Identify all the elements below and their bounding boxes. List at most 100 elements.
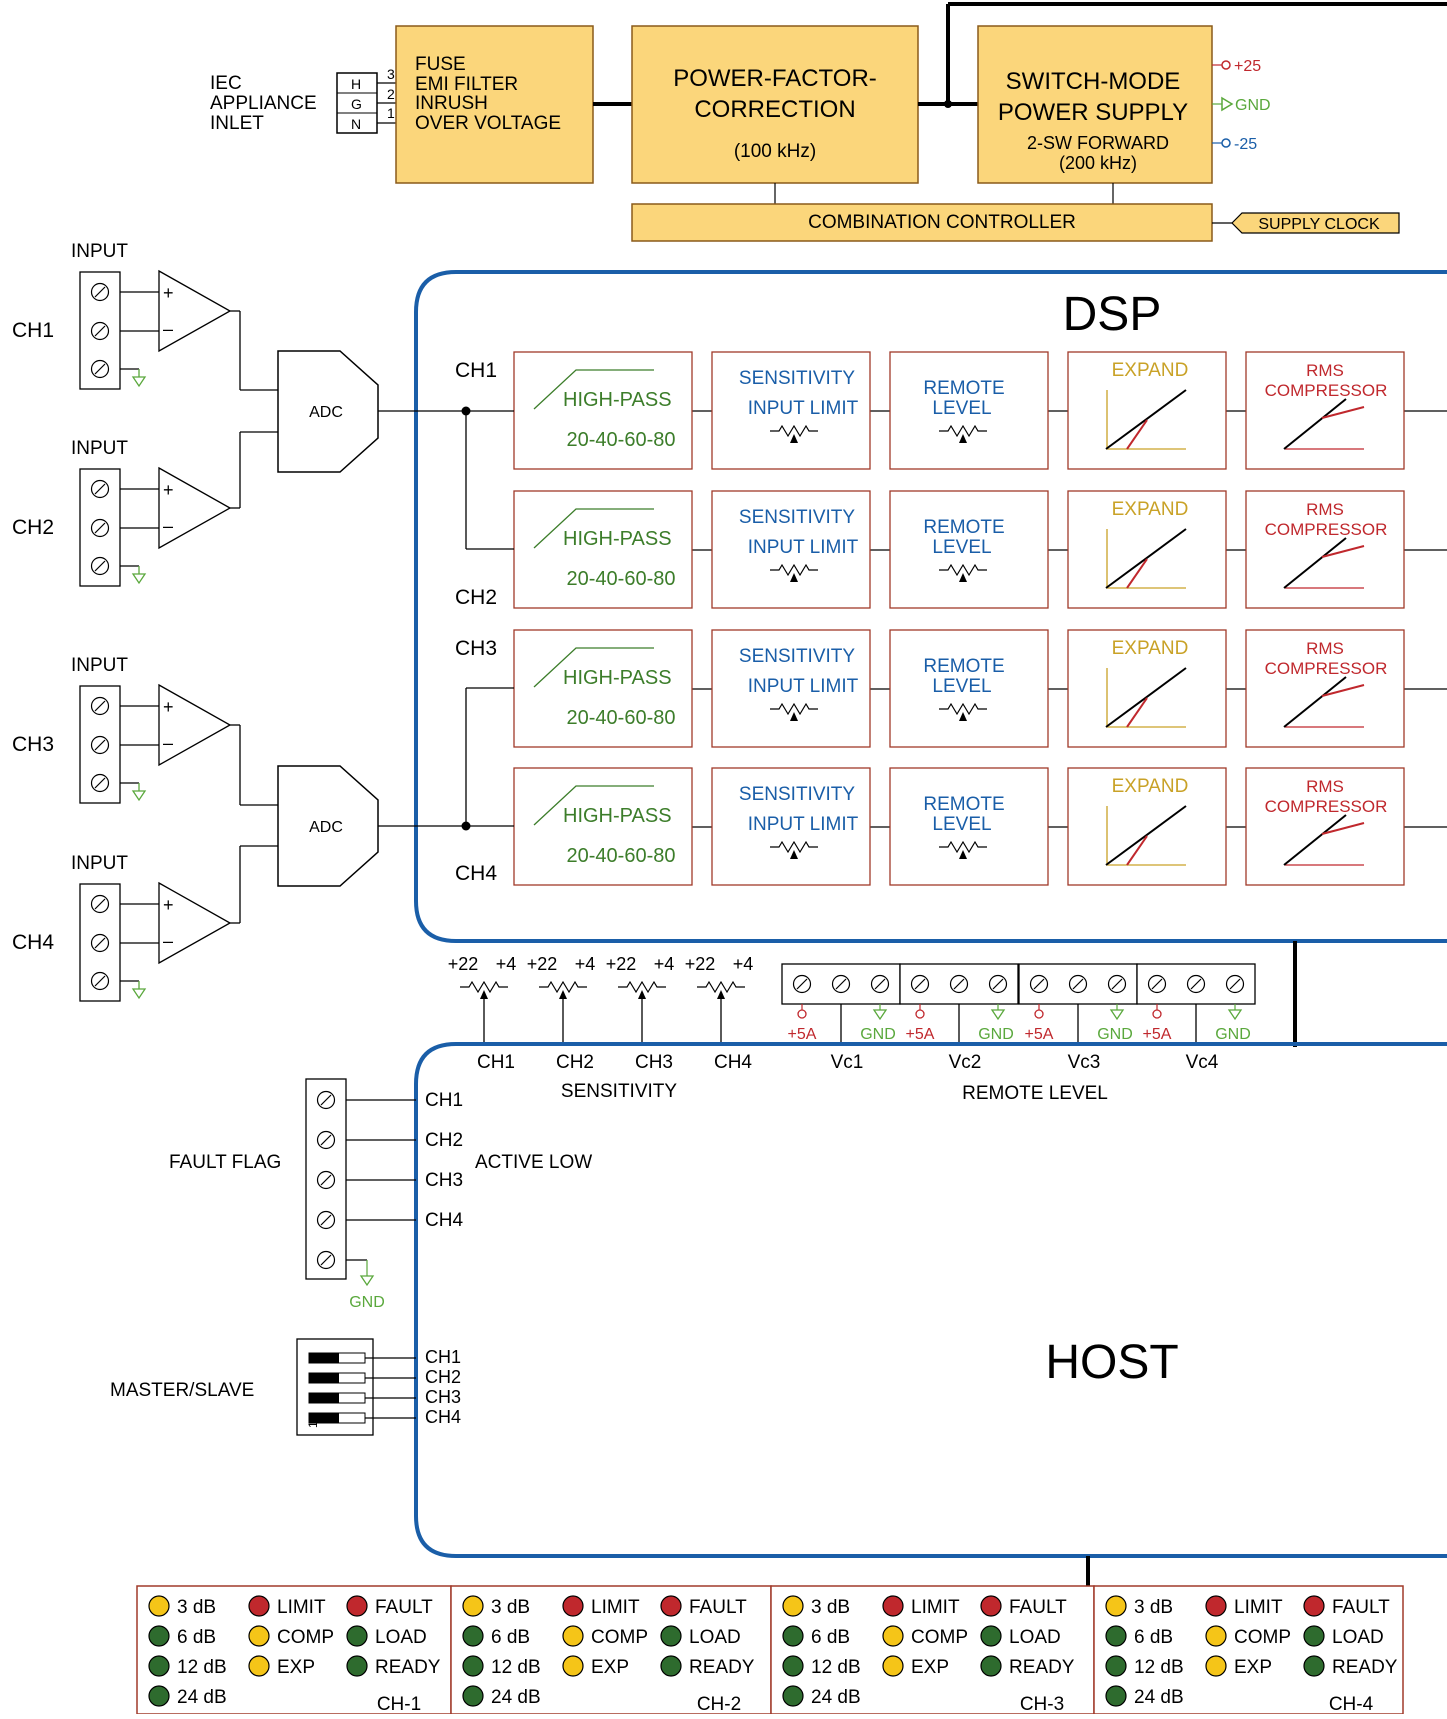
input-label: INPUT xyxy=(71,853,128,874)
dsp-title: DSP xyxy=(1063,288,1162,341)
dsp-channel-tag-ch3: CH3 xyxy=(455,637,497,660)
ms-channel-label: CH3 xyxy=(425,1387,461,1407)
screw-terminal-icon xyxy=(988,974,1008,994)
fault-channel-label: CH3 xyxy=(425,1170,463,1191)
highpass-block xyxy=(513,629,693,748)
screw-terminal-icon xyxy=(90,696,110,716)
rail-minus25: -25 xyxy=(1234,136,1257,153)
iec-label-1: IEC xyxy=(210,73,242,94)
led-label: LOAD xyxy=(1332,1627,1384,1648)
screw-terminal-icon xyxy=(316,1130,336,1150)
opamp-plus: + xyxy=(163,283,174,303)
potentiometer-icon xyxy=(770,563,818,582)
remote-label: REMOTE xyxy=(923,656,1004,677)
screw-terminal-icon xyxy=(316,1170,336,1190)
fuse-line-4: OVER VOLTAGE xyxy=(415,113,561,134)
led-indicator-icon xyxy=(462,1685,484,1707)
screw-terminal-icon xyxy=(90,321,110,341)
pfc-block xyxy=(631,25,919,184)
screw-terminal-icon xyxy=(316,1210,336,1230)
led-label: COMP xyxy=(1234,1627,1291,1648)
screw-terminal-icon xyxy=(90,971,110,991)
input-label: INPUT xyxy=(71,438,128,459)
ground-icon xyxy=(131,988,147,1000)
compressor-label: COMPRESSOR xyxy=(1265,659,1388,678)
level-label: LEVEL xyxy=(932,398,991,419)
sensitivity-label: SENSITIVITY xyxy=(739,784,855,805)
led-indicator-icon xyxy=(1303,1655,1325,1677)
led-label: EXP xyxy=(911,1657,949,1678)
led-indicator-icon xyxy=(148,1685,170,1707)
ground-icon xyxy=(131,376,147,388)
led-indicator-icon xyxy=(882,1625,904,1647)
rms-label: RMS xyxy=(1306,500,1344,519)
rms-label: RMS xyxy=(1306,639,1344,658)
screw-terminal-icon xyxy=(90,282,110,302)
led-indicator-icon xyxy=(248,1595,270,1617)
screw-terminal-icon xyxy=(1068,974,1088,994)
led-indicator-icon xyxy=(1303,1595,1325,1617)
led-label: LIMIT xyxy=(277,1597,326,1618)
pot-label-high: +22 xyxy=(685,954,716,974)
led-panel-frame xyxy=(1093,1585,1404,1715)
led-label: 3 dB xyxy=(491,1597,530,1618)
led-label: 3 dB xyxy=(177,1597,216,1618)
pin-h: H xyxy=(351,76,361,92)
expand-label: EXPAND xyxy=(1112,499,1189,520)
sensitivity-block xyxy=(711,767,871,886)
ms-channel-label: CH2 xyxy=(425,1367,461,1387)
expand-label: EXPAND xyxy=(1112,638,1189,659)
led-label: COMP xyxy=(277,1627,334,1648)
pin-n: N xyxy=(351,116,361,132)
led-label: EXP xyxy=(277,1657,315,1678)
rms-label: RMS xyxy=(1306,361,1344,380)
led-indicator-icon xyxy=(248,1625,270,1647)
led-panel-frame xyxy=(136,1585,452,1715)
led-indicator-icon xyxy=(346,1655,368,1677)
screw-terminal-icon xyxy=(910,974,930,994)
highpass-label: HIGH-PASS xyxy=(563,528,672,550)
adc-1-label: ADC xyxy=(309,404,343,421)
highpass-curve-icon xyxy=(533,508,654,549)
led-indicator-icon xyxy=(1205,1625,1227,1647)
remote-label: REMOTE xyxy=(923,517,1004,538)
host-title: HOST xyxy=(1045,1336,1178,1389)
led-label: LOAD xyxy=(1009,1627,1061,1648)
potentiometer-icon xyxy=(770,424,818,443)
potentiometer-icon xyxy=(697,980,745,999)
pot-label-high: +22 xyxy=(606,954,637,974)
led-indicator-icon xyxy=(148,1595,170,1617)
led-label: 6 dB xyxy=(811,1627,850,1648)
remote-level-block xyxy=(889,767,1049,886)
opamp-plus: + xyxy=(163,895,174,915)
vc-label: Vc3 xyxy=(1068,1052,1101,1073)
fault-gnd-label: GND xyxy=(349,1294,385,1311)
led-indicator-icon xyxy=(782,1625,804,1647)
dsp-frame xyxy=(414,270,1447,943)
iec-connector xyxy=(336,72,378,134)
iec-label-2: APPLIANCE xyxy=(210,93,317,114)
led-indicator-icon xyxy=(882,1595,904,1617)
input-limit-label: INPUT LIMIT xyxy=(748,537,859,558)
highpass-freqs: 20-40-60-80 xyxy=(567,707,676,729)
smps-sub-2: (200 kHz) xyxy=(1059,153,1137,173)
led-indicator-icon xyxy=(1105,1595,1127,1617)
led-panel-label: CH-2 xyxy=(697,1694,741,1714)
dip-toggle-knob xyxy=(309,1393,339,1403)
led-indicator-icon xyxy=(346,1625,368,1647)
gnd-label: GND xyxy=(978,1026,1014,1043)
gnd-label: GND xyxy=(1097,1026,1133,1043)
fuse-line-3: INRUSH xyxy=(415,93,488,114)
remote-label: REMOTE xyxy=(923,378,1004,399)
vc-label: Vc2 xyxy=(949,1052,982,1073)
input-label: INPUT xyxy=(71,241,128,262)
opamp-icon xyxy=(158,269,232,353)
